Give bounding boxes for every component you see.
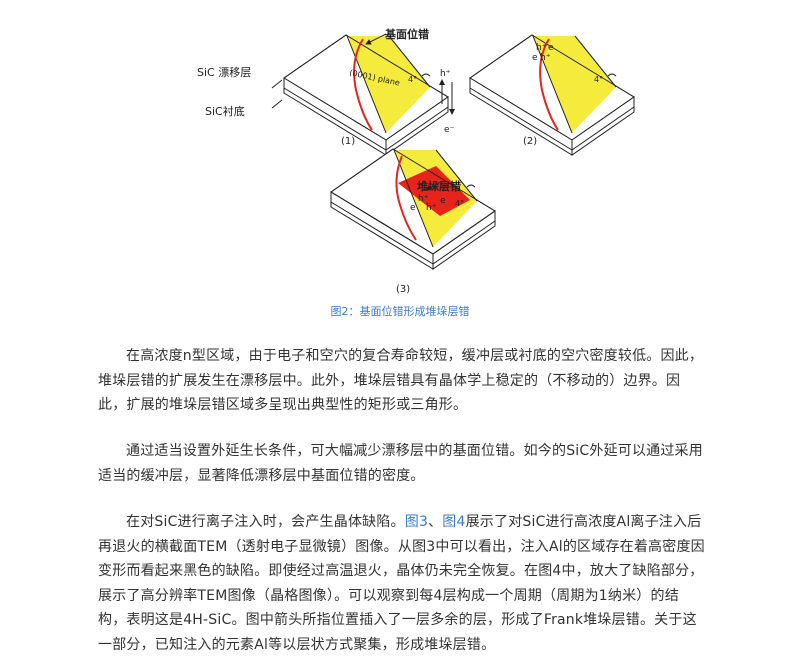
paragraph-1: 在高浓度n型区域，由于电子和空穴的复合寿命较短，缓冲层或衬底的空穴密度较低。因此… xyxy=(98,344,708,418)
carrier-e-1: e xyxy=(548,43,554,53)
basal-plane-fill-1 xyxy=(347,36,430,133)
angle-label-1: 4° xyxy=(408,75,417,84)
carrier-e-2: e xyxy=(532,53,538,63)
label-substrate: SiC衬底 xyxy=(205,104,245,118)
link-separator: 、 xyxy=(428,514,443,530)
angle-label-2: 4° xyxy=(594,75,603,84)
stacking-fault-diagram: 基面位错 SiC 漂移层 SiC衬底 (0001) plane 4° 4° 4°… xyxy=(197,27,635,295)
carrier-arrows xyxy=(439,79,455,115)
carrier-h-4: h⁺ xyxy=(426,203,437,213)
paragraph-2-line-2: 适当的缓冲层，显著降低漂移层中基面位错的密度。 xyxy=(98,467,425,484)
label-drift-layer: SiC 漂移层 xyxy=(197,66,251,79)
paragraph-2: 通过适当设置外延生长条件，可大幅减少漂移层中的基面位错。如今的SiC外延可以通过… xyxy=(98,439,708,488)
paragraph-1-line-3: 此，扩展的堆垛层错区域多呈现出典型性的矩形或三角形。 xyxy=(98,397,468,414)
paragraph-3-line-2: 再退火的横截面TEM（透射电子显微镜）图像。从图3中可以看出，注入Al的区域存在… xyxy=(98,538,705,555)
dislocation-line-3 xyxy=(395,155,417,241)
carrier-h-1: h⁺ xyxy=(536,43,547,53)
stacking-fault-region xyxy=(398,166,470,216)
carrier-h-2: h⁺ xyxy=(540,53,551,63)
label-h-plus: h⁺ xyxy=(440,69,451,79)
carrier-h-3: h⁺ xyxy=(418,194,429,204)
paragraph-3-line-1: 在对SiC进行离子注入时，会产生晶体缺陷。图3、图4展示了对SiC进行高浓度Al… xyxy=(98,510,708,535)
angle-label-3: 4° xyxy=(455,199,464,208)
label-ssf: 堆垛层错 xyxy=(417,179,461,193)
paragraph-3-line-1-pre: 在对SiC进行离子注入时，会产生晶体缺陷。 xyxy=(126,514,405,530)
figure-3-link[interactable]: 图3 xyxy=(404,514,429,530)
paragraph-1-line-2: 堆垛层错的扩展发生在漂移层中。此外，堆垛层错具有晶体学上稳定的（不移动的）边界。… xyxy=(98,372,681,389)
block-2 xyxy=(469,34,635,156)
figure-4-link[interactable]: 图4 xyxy=(442,514,466,530)
carrier-e-3: e xyxy=(410,203,416,213)
paragraph-2-line-1: 通过适当设置外延生长条件，可大幅减少漂移层中的基面位错。如今的SiC外延可以通过… xyxy=(126,443,703,459)
paragraph-3-line-6: 一部分，已知注入的元素Al等以层状方式聚集，形成堆垛层错。 xyxy=(98,636,496,653)
paragraph-3-line-3: 变形而看起来黑色的缺陷。即使经过高温退火，晶体仍未完全恢复。在图4中，放大了缺陷… xyxy=(98,563,704,580)
paragraph-3-line-5: 构，表明这是4H-SiC。图中箭头所指位置插入了一层多余的层，形成了Frank堆… xyxy=(98,612,697,629)
block-1 xyxy=(271,33,449,156)
sublabel-1: (1) xyxy=(341,136,355,147)
figure-caption: 图2：基面位错形成堆垛层错 xyxy=(330,305,470,318)
carrier-e-4: e xyxy=(440,196,446,206)
dislocation-line-2 xyxy=(539,38,559,131)
sublabel-3: (3) xyxy=(396,284,410,295)
figure-diagram: 基面位错 SiC 漂移层 SiC衬底 (0001) plane 4° 4° 4°… xyxy=(197,27,635,295)
block-3 xyxy=(330,148,496,270)
paragraph-3-line-4: 展示了高分辨率TEM图像（晶格图像）。可以观察到每4层构成一个周期（周期为1纳米… xyxy=(98,587,679,604)
dislocation-line-1 xyxy=(353,38,373,131)
sublabel-2: (2) xyxy=(523,136,537,147)
label-e-minus: e⁻ xyxy=(444,125,455,135)
label-bpd: 基面位错 xyxy=(384,27,429,41)
paragraph-1-line-1: 在高浓度n型区域，由于电子和空穴的复合寿命较短，缓冲层或衬底的空穴密度较低。因此… xyxy=(126,348,704,364)
paragraph-3: 在对SiC进行离子注入时，会产生晶体缺陷。图3、图4展示了对SiC进行高浓度Al… xyxy=(98,510,708,658)
paragraph-3-line-1-post: 展示了对SiC进行高浓度Al离子注入后 xyxy=(465,514,702,530)
basal-plane-fill-2 xyxy=(533,36,616,133)
